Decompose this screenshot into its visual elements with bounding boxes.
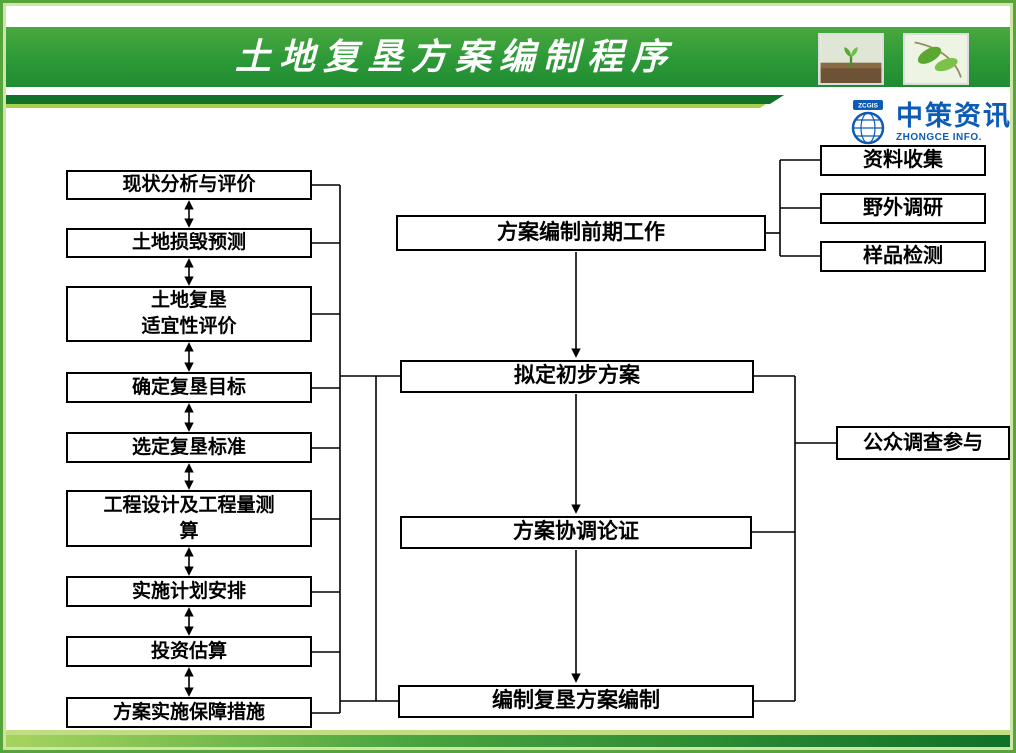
- left-step-8: 投资估算: [66, 636, 312, 667]
- left-step-7: 实施计划安排: [66, 576, 312, 607]
- public-participation-box: 公众调查参与: [836, 426, 1010, 460]
- prework-item-2: 野外调研: [820, 193, 986, 224]
- left-step-6: 工程设计及工程量测 算: [66, 490, 312, 547]
- left-step-5: 选定复垦标准: [66, 432, 312, 463]
- main-step-preliminary-work: 方案编制前期工作: [396, 215, 766, 251]
- prework-item-3: 样品检测: [820, 241, 986, 272]
- left-step-1: 现状分析与评价: [66, 170, 312, 200]
- logo-name: 中策资讯: [896, 101, 1012, 131]
- seedling-photo: [818, 33, 884, 85]
- leaves-photo: [903, 33, 969, 85]
- globe-icon: ZCGIS: [851, 100, 885, 145]
- left-step-9: 方案实施保障措施: [66, 697, 312, 728]
- left-step-4: 确定复垦目标: [66, 372, 312, 403]
- header-stripe-dark: [0, 95, 784, 104]
- logo-badge: ZCGIS: [858, 103, 879, 110]
- prework-item-1: 资料收集: [820, 145, 986, 176]
- main-step-compile-plan: 编制复垦方案编制: [398, 685, 754, 718]
- company-logo: ZCGIS 中策资讯 ZHONGCE INFO.: [846, 100, 1012, 146]
- header-stripe-light: [0, 104, 766, 108]
- footer-strip: [0, 730, 1016, 735]
- main-step-coordination-review: 方案协调论证: [400, 516, 752, 549]
- logo-subtitle: ZHONGCE INFO.: [896, 132, 982, 143]
- left-step-3: 土地复垦 适宜性评价: [66, 286, 312, 342]
- page-title: 土地复垦方案编制程序: [234, 37, 675, 77]
- main-step-draft-plan: 拟定初步方案: [400, 360, 754, 393]
- left-step-2: 土地损毁预测: [66, 228, 312, 258]
